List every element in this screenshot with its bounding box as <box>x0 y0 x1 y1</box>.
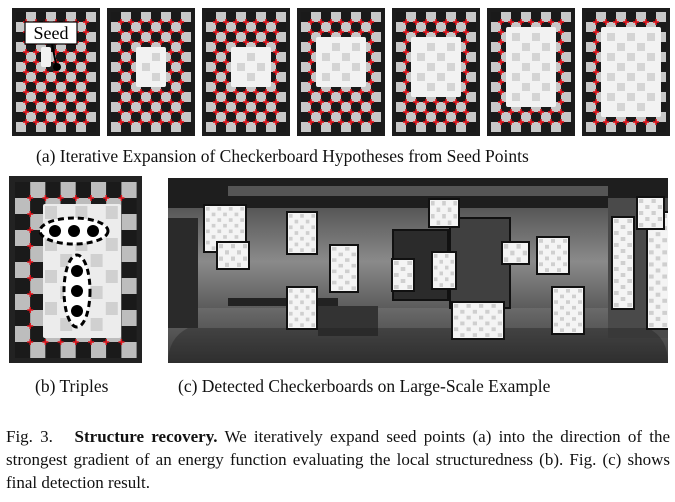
detected-board-15 <box>636 196 665 230</box>
seed-label: Seed <box>34 23 69 43</box>
detected-board-4 <box>329 244 359 293</box>
triple-vertical-marker <box>62 253 92 329</box>
detected-board-8 <box>501 241 530 265</box>
detected-board-14 <box>216 241 250 270</box>
detected-board-9 <box>611 216 635 310</box>
detected-board-11 <box>286 286 318 330</box>
detected-board-12 <box>551 286 585 335</box>
figure-caption: Fig. 3. Structure recovery. We iterative… <box>6 425 670 494</box>
panel-c-scene-image <box>168 178 668 363</box>
detected-board-13 <box>451 301 505 340</box>
detected-board-7 <box>536 236 570 275</box>
panel-b-caption: (b) Triples <box>35 376 109 396</box>
expansion-stage-4 <box>297 8 385 136</box>
detected-board-6 <box>431 251 457 290</box>
panel-a-caption: (a) Iterative Expansion of Checkerboard … <box>36 146 529 166</box>
expansion-stage-7 <box>582 8 670 136</box>
figure-title: Structure recovery. <box>74 427 218 446</box>
detected-board-5 <box>391 258 415 292</box>
seed-marker: Seed <box>24 21 78 71</box>
panel-c-caption: (c) Detected Checkerboards on Large-Scal… <box>178 376 551 396</box>
detected-checkerboards <box>203 196 668 340</box>
triple-horizontal-marker <box>38 216 110 246</box>
expansion-stage-6 <box>487 8 575 136</box>
expansion-stage-5 <box>392 8 480 136</box>
expansion-stage-2 <box>107 8 195 136</box>
figure-label: Fig. 3. <box>6 427 53 446</box>
figure-caption-text: We iteratively expand seed points (a) in… <box>6 427 670 492</box>
panel-b-triples-image <box>9 176 142 363</box>
detected-board-2 <box>286 211 318 255</box>
detected-board-3 <box>428 198 460 228</box>
expansion-stage-3 <box>202 8 290 136</box>
